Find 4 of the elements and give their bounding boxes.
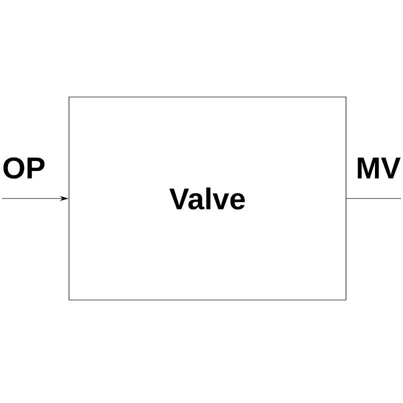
signal-label: OP: [3, 157, 45, 179]
process-box: Valve: [68, 96, 346, 300]
signal-label: MV: [358, 158, 401, 178]
connector-line: [346, 198, 402, 199]
